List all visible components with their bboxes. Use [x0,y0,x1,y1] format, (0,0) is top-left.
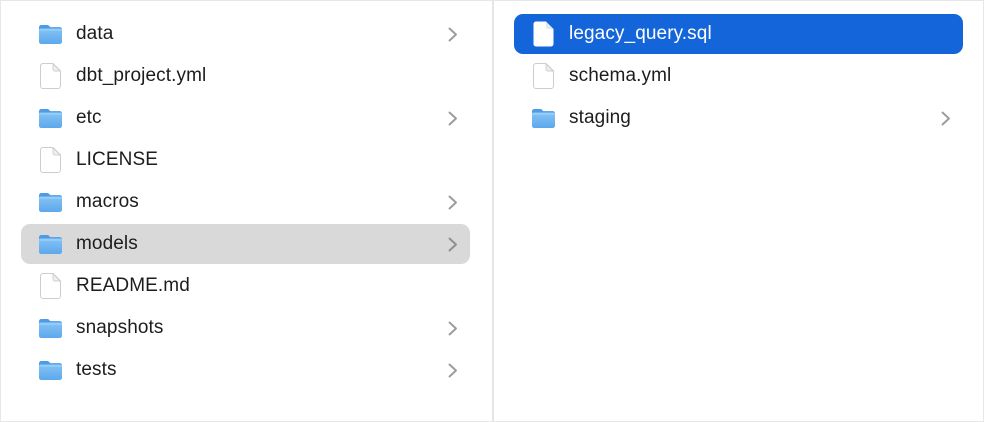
folder-icon [37,315,64,342]
chevron-right-icon [447,194,458,211]
file-column-right: legacy_query.sql schema.yml staging [494,1,983,421]
file-name: README.md [76,275,190,296]
file-name: dbt_project.yml [76,65,207,86]
row-tests[interactable]: tests [21,350,470,390]
row-dbt-project-yml[interactable]: dbt_project.yml [21,56,470,96]
row-etc[interactable]: etc [21,98,470,138]
chevron-right-icon [940,110,951,127]
folder-icon [37,189,64,216]
chevron-right-icon [447,110,458,127]
file-name: macros [76,191,139,212]
chevron-right-icon [447,362,458,379]
file-name: data [76,23,114,44]
file-name: LICENSE [76,149,159,170]
folder-icon [37,357,64,384]
file-icon [37,147,64,174]
row-license[interactable]: LICENSE [21,140,470,180]
row-macros[interactable]: macros [21,182,470,222]
row-staging[interactable]: staging [514,98,963,138]
folder-icon [37,105,64,132]
file-name: etc [76,107,102,128]
file-icon [37,63,64,90]
file-column-left: data dbt_project.yml etc LICENSE [1,1,492,421]
file-name: tests [76,359,117,380]
chevron-right-icon [447,236,458,253]
row-snapshots[interactable]: snapshots [21,308,470,348]
file-name: legacy_query.sql [569,23,712,44]
chevron-right-icon [447,26,458,43]
row-models-selected[interactable]: models [21,224,470,264]
column-divider [492,1,494,421]
folder-icon [530,105,557,132]
row-schema-yml[interactable]: schema.yml [514,56,963,96]
file-icon [530,21,557,48]
folder-icon [37,231,64,258]
row-legacy-query-sql-selected[interactable]: legacy_query.sql [514,14,963,54]
file-name: staging [569,107,631,128]
row-data[interactable]: data [21,14,470,54]
file-name: snapshots [76,317,164,338]
chevron-right-icon [447,320,458,337]
file-icon [37,273,64,300]
folder-icon [37,21,64,48]
file-name: models [76,233,138,254]
file-icon [530,63,557,90]
row-readme-md[interactable]: README.md [21,266,470,306]
file-name: schema.yml [569,65,672,86]
